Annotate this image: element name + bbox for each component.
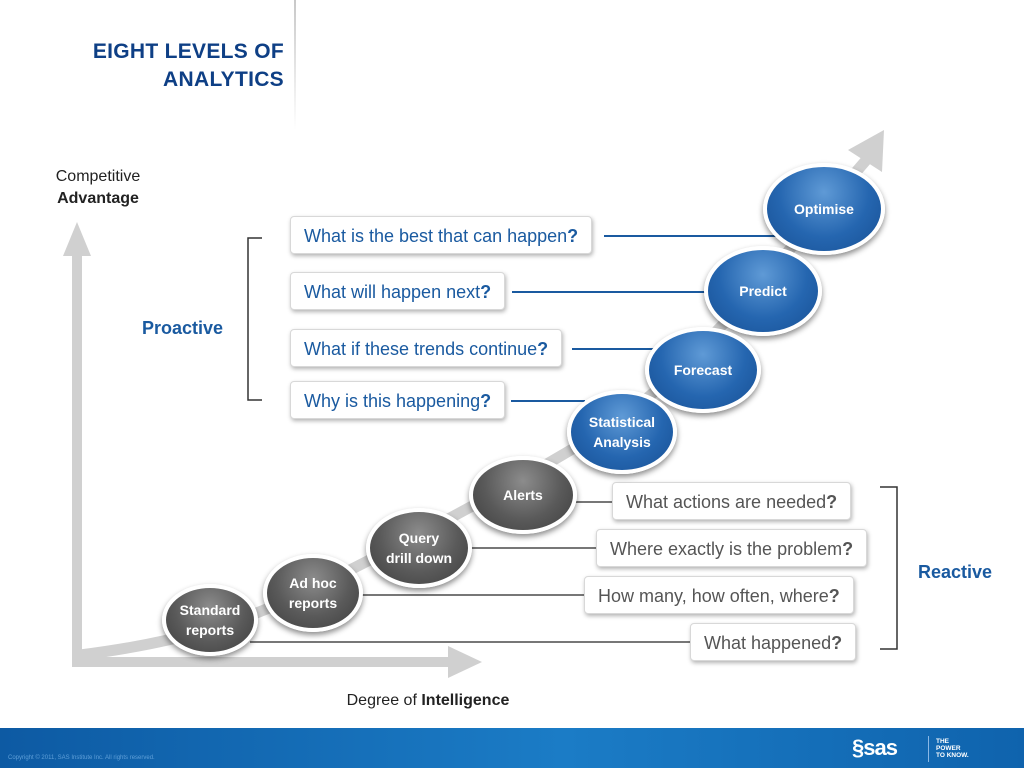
node-query-drill-down: Query drill down <box>366 508 472 588</box>
tagline-line-3: TO KNOW. <box>936 752 969 759</box>
question-mark: ? <box>826 492 838 512</box>
question-box-statistical: Why is this happening? <box>290 381 506 419</box>
proactive-label: Proactive <box>142 318 224 338</box>
node-optimise: Optimise <box>763 163 885 255</box>
sas-logo-icon: § <box>852 735 864 760</box>
question-text: What if these trends continue <box>304 339 538 359</box>
node-label-line-1: Ad hoc <box>289 575 337 591</box>
node-label-line-1: Optimise <box>794 201 854 217</box>
question-box-adhoc: How many, how often, where? <box>584 576 854 614</box>
question-box-query: Where exactly is the problem? <box>596 529 868 567</box>
title-divider <box>294 0 296 130</box>
node-label-line-1: Forecast <box>673 362 733 378</box>
question-mark: ? <box>537 339 549 359</box>
question-mark: ? <box>567 226 579 246</box>
node-alerts: Alerts <box>469 456 577 534</box>
node-label-line-2: Analysis <box>593 434 651 450</box>
question-text: What happened <box>704 633 832 653</box>
node-standard-reports: Standard reports <box>162 584 258 656</box>
question-mark: ? <box>480 391 492 411</box>
question-mark: ? <box>480 282 492 302</box>
node-label-line-1: Statistical <box>588 414 656 430</box>
copyright-text: Copyright © 2011, SAS Institute Inc. All… <box>8 755 155 761</box>
node-label-line-1: Query <box>398 530 440 546</box>
question-text: Where exactly is the problem <box>610 539 843 559</box>
node-predict: Predict <box>704 246 822 336</box>
sas-logo: §sas <box>852 735 898 761</box>
y-axis-label-normal: Competitive <box>55 168 141 185</box>
question-mark: ? <box>831 633 843 653</box>
question-text: What will happen next <box>304 282 481 302</box>
question-box-standard: What happened? <box>690 623 857 661</box>
question-text: What is the best that can happen <box>304 226 568 246</box>
node-ad-hoc-reports: Ad hoc reports <box>263 554 363 632</box>
footer-bar: Copyright © 2011, SAS Institute Inc. All… <box>0 728 1024 768</box>
y-axis-label-bold: Advantage <box>57 190 139 207</box>
question-text: How many, how often, where <box>598 586 829 606</box>
node-label-line-2: reports <box>288 595 338 611</box>
x-axis-label: Degree of Intelligence <box>300 690 556 712</box>
question-text: What actions are needed <box>626 492 827 512</box>
question-box-predict: What will happen next? <box>290 272 506 310</box>
sas-logo-text: sas <box>863 735 898 760</box>
node-label-line-2: reports <box>185 622 235 638</box>
x-axis-label-bold: Intelligence <box>421 692 510 709</box>
growth-arrowhead <box>848 130 884 172</box>
node-forecast: Forecast <box>645 327 761 413</box>
logo-separator <box>928 736 929 762</box>
tagline: THE POWER TO KNOW. <box>936 738 986 759</box>
x-axis-arrowhead <box>448 646 482 678</box>
node-label-line-2: drill down <box>385 550 453 566</box>
question-box-forecast: What if these trends continue? <box>290 329 563 367</box>
node-label-line-1: Alerts <box>503 487 543 503</box>
tagline-line-2: POWER <box>936 745 961 752</box>
y-axis-label: Competitive Advantage <box>40 166 156 210</box>
x-axis-label-normal: Degree of <box>346 692 422 709</box>
proactive-bracket <box>247 237 262 401</box>
reactive-bracket <box>880 486 898 650</box>
y-axis-arrowhead <box>63 222 91 256</box>
question-mark: ? <box>828 586 840 606</box>
tagline-line-1: THE <box>936 738 949 745</box>
node-label-line-1: Predict <box>739 283 787 299</box>
node-label-line-1: Standard <box>179 602 241 618</box>
question-text: Why is this happening <box>304 391 481 411</box>
reactive-label: Reactive <box>918 562 993 582</box>
question-box-optimise: What is the best that can happen? <box>290 216 593 254</box>
question-box-alerts: What actions are needed? <box>612 482 852 520</box>
question-mark: ? <box>842 539 854 559</box>
title-line-1: EIGHT LEVELS OF <box>92 40 284 63</box>
title-line-2: ANALYTICS <box>163 68 284 91</box>
page-title: EIGHT LEVELS OF ANALYTICS <box>93 38 284 94</box>
